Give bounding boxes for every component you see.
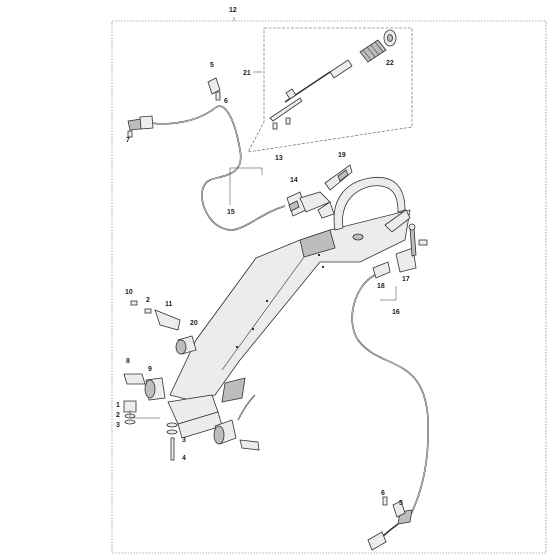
label-5b: 5 — [399, 500, 403, 507]
label-14: 14 — [290, 177, 298, 184]
label-5a: 5 — [210, 62, 214, 69]
label-8: 8 — [126, 358, 130, 365]
label-7: 7 — [126, 137, 130, 144]
lower-right-hardware — [213, 419, 260, 451]
label-1: 1 — [116, 402, 120, 409]
clip-5-bottom — [382, 496, 406, 518]
assembly-frame — [111, 20, 547, 554]
chain-icon — [237, 394, 256, 421]
label-2a: 2 — [146, 297, 150, 304]
label-13: 13 — [275, 155, 283, 162]
label-9: 9 — [148, 366, 152, 373]
control-17 — [395, 223, 428, 273]
label-17: 17 — [402, 276, 410, 283]
clip-5-top — [207, 77, 221, 101]
screw-7 — [127, 130, 133, 138]
label-3a: 3 — [116, 422, 120, 429]
label-6a: 6 — [224, 98, 228, 105]
throttle-lever — [286, 191, 335, 219]
label-10: 10 — [125, 289, 133, 296]
label-16: 16 — [392, 309, 400, 316]
left-hardware — [130, 300, 197, 355]
handle-bar — [333, 176, 411, 241]
base-bracket — [167, 377, 246, 439]
label-21: 21 — [243, 70, 251, 77]
label-19: 19 — [338, 152, 346, 159]
label-18: 18 — [377, 283, 385, 290]
lever-19 — [324, 164, 353, 191]
label-12: 12 — [229, 7, 237, 14]
leader-lines — [129, 71, 397, 419]
label-22: 22 — [386, 60, 394, 67]
label-6b: 6 — [381, 490, 385, 497]
label-4: 4 — [182, 455, 186, 462]
label-11: 11 — [165, 301, 173, 308]
detail-box — [247, 27, 413, 153]
throttle-cable-detail — [269, 29, 397, 130]
label-20: 20 — [190, 320, 198, 327]
label-15: 15 — [227, 209, 235, 216]
label-3b: 3 — [182, 437, 186, 444]
lower-hardware — [123, 373, 178, 461]
right-cable — [351, 261, 430, 551]
spring-icon — [359, 39, 387, 63]
label-2b: 2 — [116, 412, 120, 419]
handle-tube — [169, 209, 411, 401]
